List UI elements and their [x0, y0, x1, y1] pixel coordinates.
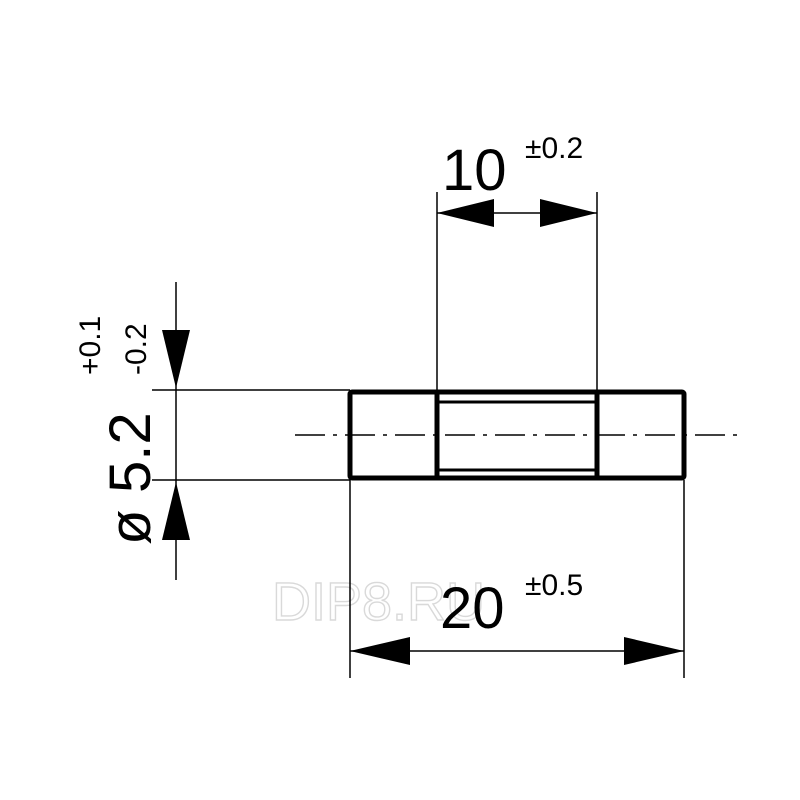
tolerance-minus: -0.2 [120, 323, 153, 375]
arrowhead-right [540, 199, 597, 227]
watermark-text: DIP8.RU [272, 572, 485, 632]
dimension-value-bottom: 20 [440, 576, 505, 641]
dimension-diameter: ø 5.2 +0.1 -0.2 [74, 282, 350, 580]
arrowhead-left [437, 199, 494, 227]
diameter-symbol: ø [98, 510, 163, 545]
arrowhead-down [162, 330, 190, 388]
tolerance-plus: +0.1 [74, 316, 107, 375]
dimension-top: 10 ±0.2 [436, 132, 598, 392]
dimension-value-top: 10 [442, 138, 507, 203]
arrowhead-left [350, 637, 410, 665]
arrowhead-right [624, 637, 684, 665]
tolerance-top: ±0.2 [525, 132, 583, 165]
tolerance-bottom: ±0.5 [525, 569, 583, 602]
arrowhead-up [162, 482, 190, 540]
dimension-bottom: 20 ±0.5 [349, 480, 685, 678]
diameter-value: 5.2 [98, 412, 163, 493]
